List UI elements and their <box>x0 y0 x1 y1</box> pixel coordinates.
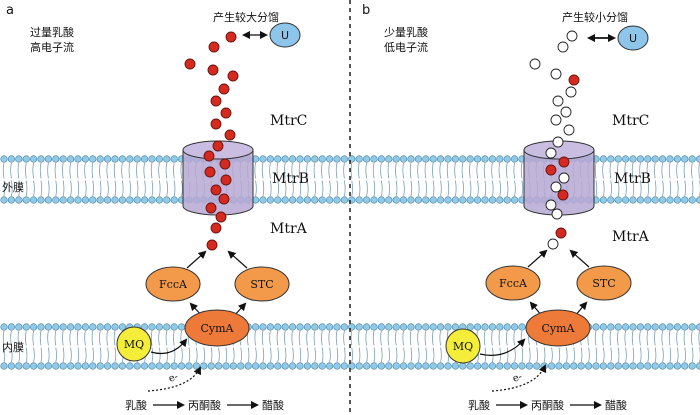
panel-a-heme-21 <box>206 239 218 251</box>
panel-b-heme-14 <box>545 164 557 176</box>
panel-a-arrow-stc-up <box>227 250 248 269</box>
panel-b-heme-20 <box>555 227 567 239</box>
panel-b-cymA <box>525 309 591 347</box>
panel-a-mtrC-label: MtrC <box>270 113 307 129</box>
panel-a-arrow-fccA-up <box>186 250 207 269</box>
panel-a-condition-2: 高电子流 <box>30 40 74 54</box>
panel-a-heme-3 <box>184 58 196 70</box>
panel-b-mq <box>445 328 481 364</box>
panel-a-mq-label: MQ <box>124 338 144 351</box>
panel-b-heme-15 <box>558 172 570 184</box>
panel-a-pathway-lactate: 乳酸 <box>125 398 147 412</box>
panel-a-heme-19 <box>215 211 227 223</box>
panel-b-electron-label: e- <box>511 371 523 385</box>
panel-b-mtrB-label: MtrB <box>614 171 651 187</box>
panel-b-heme-21 <box>547 238 559 250</box>
panel-b-pathway-acetate: 醋酸 <box>605 398 627 412</box>
panel-a-u-label: U <box>281 29 289 42</box>
panel-a-heme-chain <box>184 31 239 251</box>
panel-b-stc <box>576 265 632 301</box>
panel-a-heme-6 <box>218 83 230 95</box>
panel-b-mtrC-label: MtrC <box>612 113 649 129</box>
panel-a-letter: a <box>6 3 14 18</box>
panel-b-heme-11 <box>552 136 564 148</box>
panel-a-heme-20 <box>210 222 222 234</box>
inner-membrane-label: 内膜 <box>2 340 24 354</box>
panel-a-cymA <box>184 309 250 347</box>
panel-b-heme-18 <box>545 199 557 211</box>
panel-a-partition-label: 产生较大分馏 <box>213 10 279 24</box>
panel-a-heme-1 <box>225 31 237 43</box>
panel-b-pathway-lactate: 乳酸 <box>468 398 490 412</box>
panel-b-heme-6 <box>565 86 577 98</box>
panel-a-electron-label: e- <box>167 371 179 385</box>
panel-a-heme-9 <box>210 118 222 130</box>
panel-b-u-circle <box>617 25 649 51</box>
panel-b-fccA-label: FccA <box>499 277 528 290</box>
panel-a-mtrB-label: MtrB <box>272 171 309 187</box>
panel-b-heme-10 <box>563 124 575 136</box>
panel-a-heme-5 <box>227 70 239 82</box>
panel-a-heme-4 <box>207 64 219 76</box>
panel-b-stc-label: STC <box>592 277 615 290</box>
panel-b-heme-1 <box>566 30 578 42</box>
panel-a-cymA-label: CymA <box>200 322 234 335</box>
panel-a-heme-2 <box>208 41 220 53</box>
panel-b-heme-16 <box>550 181 562 193</box>
panel-b-pathway-pyruvate: 丙酮酸 <box>531 398 564 412</box>
panel-b-condition-2: 低电子流 <box>384 40 428 54</box>
panel-b-heme-12 <box>545 147 557 159</box>
panel-a-heme-14 <box>204 166 216 178</box>
panel-a-heme-8 <box>220 107 232 119</box>
panel-a-pathway-acetate: 醋酸 <box>262 398 284 412</box>
panel-b-heme-19 <box>551 208 563 220</box>
panel-a-heme-13 <box>219 158 231 170</box>
panel-a-pathway-pyruvate: 丙酮酸 <box>188 398 221 412</box>
panel-b-heme-2 <box>557 41 569 53</box>
panel-b-heme-7 <box>552 95 564 107</box>
panel-a-fccA-label: FccA <box>159 278 188 291</box>
panel-a-heme-15 <box>220 174 232 186</box>
panel-b-heme-8 <box>560 106 572 118</box>
panel-a-heme-18 <box>205 202 217 214</box>
panel-b-heme-4 <box>550 68 562 80</box>
panel-b-heme-9 <box>550 114 562 126</box>
panel-a-mtrA-label: MtrA <box>270 221 308 237</box>
panel-b-heme-3 <box>529 58 541 70</box>
panel-b-arrow-mq-cymA <box>479 338 526 356</box>
panel-b-heme-13 <box>558 156 570 168</box>
panel-b-heme-17 <box>557 189 569 201</box>
panel-a-mtrB-barrel <box>182 140 254 216</box>
panel-a-stc-label: STC <box>250 278 273 291</box>
panel-a-heme-11 <box>212 140 224 152</box>
panel-b-partition-label: 产生较小分馏 <box>562 10 628 24</box>
panel-b-letter: b <box>362 3 370 18</box>
panel-b-mq-label: MQ <box>453 340 473 353</box>
panel-a-fccA <box>145 266 201 302</box>
panel-a-mq <box>116 326 152 362</box>
panel-a-heme-16 <box>210 184 222 196</box>
panel-b-fccA <box>485 265 541 301</box>
panel-a-heme-10 <box>224 129 236 141</box>
panel-a-u-circle <box>269 22 301 48</box>
panel-b-arrow-fccA-up <box>527 249 548 268</box>
panel-a-heme-17 <box>218 193 230 205</box>
panel-a-condition-1: 过量乳酸 <box>30 25 74 39</box>
panel-a-heme-12 <box>203 150 215 162</box>
panel-b-heme-chain <box>529 30 580 250</box>
panel-b-heme-5 <box>568 74 580 86</box>
panel-b-condition-1: 少量乳酸 <box>384 25 428 39</box>
panel-a: a 过量乳酸 高电子流 产生较大分馏 U MtrC MtrB MtrA FccA… <box>6 3 309 412</box>
panel-a-heme-7 <box>210 95 222 107</box>
panel-b-cymA-label: CymA <box>541 322 575 335</box>
panel-a-stc <box>234 266 290 302</box>
panel-b: b 少量乳酸 低电子流 产生较小分馏 U MtrC MtrB MtrA FccA… <box>362 3 651 412</box>
panel-a-arrow-mq-cymA <box>150 338 188 355</box>
outer-membrane-label: 外膜 <box>2 181 24 194</box>
panel-b-electron-arrow <box>491 364 547 392</box>
panel-b-mtrA-label: MtrA <box>612 229 650 245</box>
panel-b-arrow-stc-up <box>569 249 590 268</box>
panel-b-u-label: U <box>629 32 637 45</box>
